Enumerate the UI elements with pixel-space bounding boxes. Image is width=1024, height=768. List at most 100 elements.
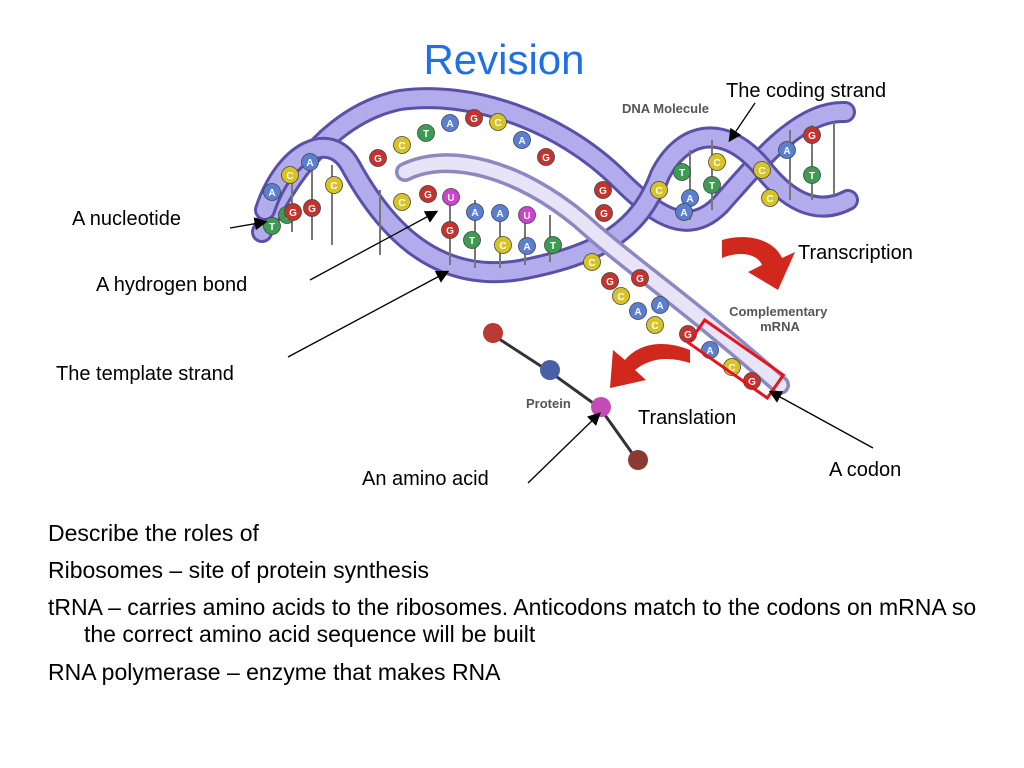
mrna-pair-base-letter: G <box>424 190 432 201</box>
body-text: Describe the roles of Ribosomes – site o… <box>48 520 978 696</box>
mrna-pair-base <box>463 231 481 249</box>
codon-label: A codon <box>829 459 902 481</box>
mrna-base-letter: G <box>606 277 614 288</box>
dna-base <box>303 199 321 217</box>
mrna-pair-base <box>494 236 512 254</box>
dna-base <box>281 166 299 184</box>
amino-acid-bead <box>483 323 503 343</box>
dna-base-letter: G <box>470 114 478 125</box>
dna-base <box>513 131 531 149</box>
dna-base <box>650 181 668 199</box>
dna-base <box>675 203 693 221</box>
dna-base <box>803 166 821 184</box>
protein-chain <box>483 323 648 470</box>
dna-base-letter: G <box>542 153 550 164</box>
mrna-base <box>646 316 664 334</box>
mrna-pair-base <box>544 236 562 254</box>
codon-box <box>686 317 786 401</box>
mrna-base-letter: G <box>684 330 692 341</box>
dna-base-letter: T <box>423 129 429 140</box>
mrna-base <box>629 302 647 320</box>
dna-base <box>594 181 612 199</box>
dna-base <box>489 113 507 131</box>
dna-base <box>369 149 387 167</box>
mrna-base <box>631 269 649 287</box>
dna-base-letter: G <box>599 186 607 197</box>
mrna-base-letter: C <box>588 258 595 269</box>
hydrogen-bond-label: A hydrogen bond <box>96 274 248 296</box>
mrna-base-letter: A <box>656 301 663 312</box>
dna-base-letter: T <box>709 181 715 192</box>
mrna-base-letter: C <box>617 292 624 303</box>
dna-base-letter: G <box>808 131 816 142</box>
dna-base-letter: C <box>398 141 405 152</box>
mrna-base-letter: G <box>636 274 644 285</box>
complementary-mrna-label: Complementary mRNA <box>729 304 831 334</box>
mrna-pair-base-letter: T <box>469 236 475 247</box>
dna-base <box>301 153 319 171</box>
dna-base <box>673 163 691 181</box>
amino-acid-bead <box>628 450 648 470</box>
dna-base-letter: T <box>809 171 815 182</box>
mrna-pair-base-letter: T <box>550 241 556 252</box>
dna-base <box>537 148 555 166</box>
dna-base-letter: C <box>713 158 720 169</box>
mrna-base-letter: C <box>651 321 658 332</box>
mrna-pair-base-letter: G <box>446 226 454 237</box>
dna-base <box>753 161 771 179</box>
dna-base-letter: C <box>655 186 662 197</box>
mrna-pair-base <box>393 193 411 211</box>
mrna-base <box>583 253 601 271</box>
mrna-base-letter: G <box>748 377 756 388</box>
body-heading: Describe the roles of <box>48 520 259 546</box>
dna-molecule-label: DNA Molecule <box>622 101 709 116</box>
dna-base-letter: G <box>289 208 297 219</box>
mrna-base <box>601 272 619 290</box>
transcription-label: Transcription <box>798 242 913 264</box>
translation-arrow <box>610 344 690 388</box>
translation-label: Translation <box>638 407 737 429</box>
mrna-pair-base <box>442 188 460 206</box>
mrna-base-letter: C <box>728 363 735 374</box>
coding-strand-label: The coding strand <box>726 80 887 102</box>
dna-base <box>465 109 483 127</box>
mrna-pair-base-letter: A <box>523 242 530 253</box>
mrna-pair-base-letter: C <box>499 241 506 252</box>
dna-base <box>595 204 613 222</box>
dna-base-letter: G <box>374 154 382 165</box>
mrna-base <box>612 287 630 305</box>
transcription-arrow <box>722 237 795 290</box>
dna-base-letter: A <box>686 194 693 205</box>
dna-base <box>263 183 281 201</box>
body-line-rna-polymerase: RNA polymerase – enzyme that makes RNA <box>48 658 501 685</box>
dna-base-letter: A <box>518 136 525 147</box>
dna-base-letter: A <box>306 158 313 169</box>
template-strand-label: The template strand <box>56 363 234 385</box>
mrna-pair-base-letter: U <box>447 193 454 204</box>
dna-base-letter: C <box>758 166 765 177</box>
mrna-base <box>651 296 669 314</box>
dna-base-letter: C <box>766 194 773 205</box>
mrna-base-letter: A <box>634 307 641 318</box>
dna-base-letter: A <box>783 146 790 157</box>
body-line-trna: tRNA – carries amino acids to the riboso… <box>48 594 977 648</box>
dna-base <box>803 126 821 144</box>
dna-base <box>441 114 459 132</box>
dna-base <box>703 176 721 194</box>
dna-base <box>325 176 343 194</box>
protein-label: Protein <box>526 396 571 411</box>
dna-base <box>393 136 411 154</box>
mrna-pair-base <box>419 185 437 203</box>
dna-base-letter: G <box>600 209 608 220</box>
annotation-pointers <box>229 102 874 484</box>
body-line-ribosomes: Ribosomes – site of protein synthesis <box>48 557 429 584</box>
mrna-pair-base-letter: U <box>523 211 530 222</box>
dna-base-letter: A <box>446 119 453 130</box>
dna-base-letter: T <box>679 168 685 179</box>
dna-base <box>761 189 779 207</box>
dna-base <box>778 141 796 159</box>
dna-base <box>417 124 435 142</box>
amino-acid-bead <box>540 360 560 380</box>
dna-base-letter: A <box>680 208 687 219</box>
